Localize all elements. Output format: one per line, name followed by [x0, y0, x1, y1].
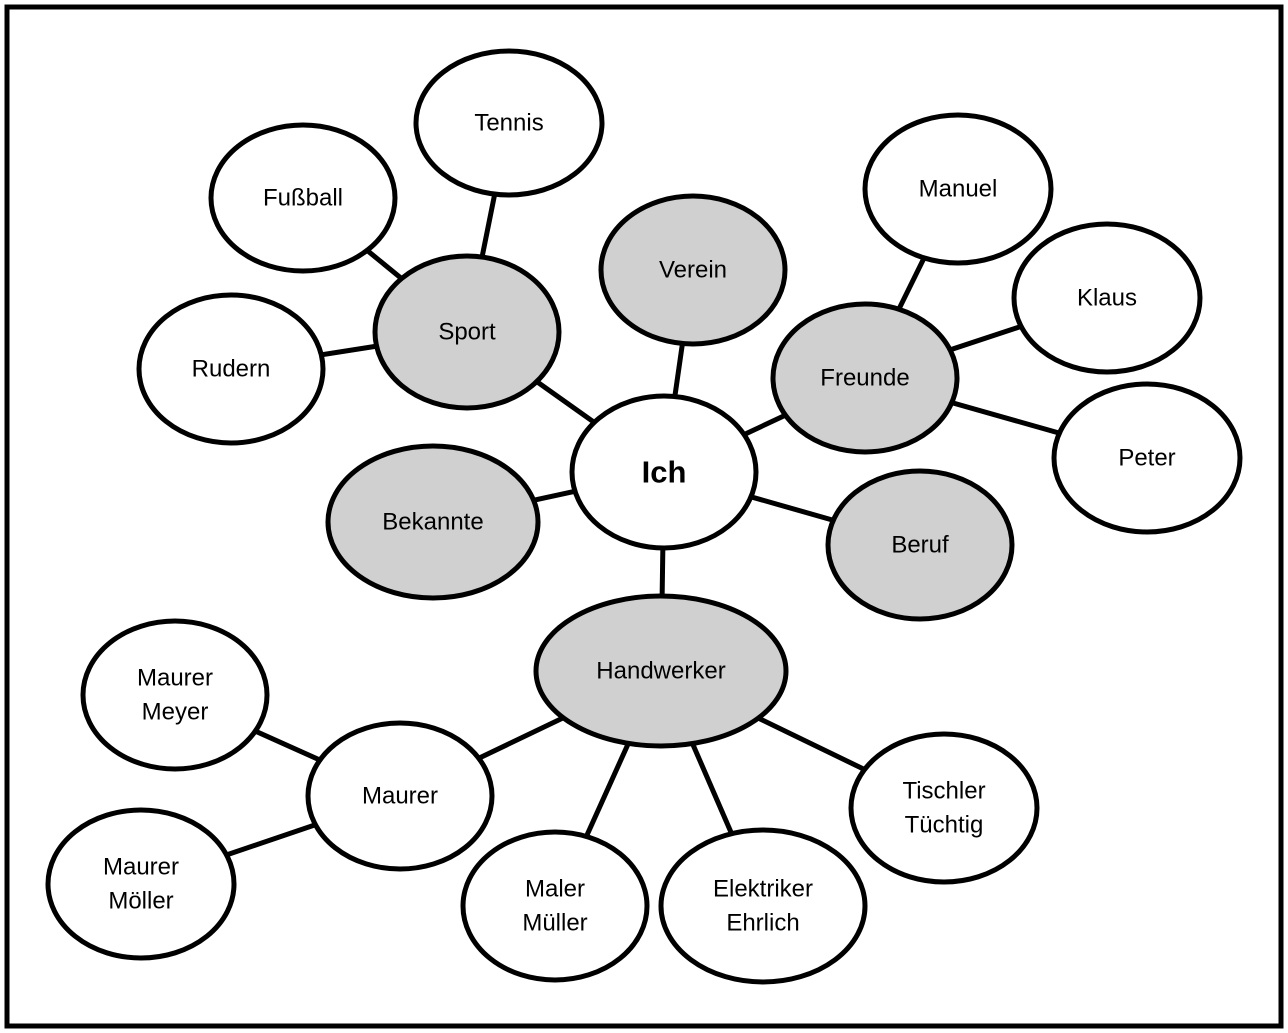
node-freunde-label-0: Freunde: [820, 365, 909, 392]
node-ich-label-0: Ich: [642, 455, 687, 490]
node-maurer-moeller-label-0: Maurer: [103, 854, 179, 881]
node-fussball: Fußball: [208, 122, 398, 274]
node-maler-mueller-label-1: Müller: [522, 910, 587, 937]
node-beruf: Beruf: [825, 468, 1015, 622]
node-maurer-meyer-label-1: Meyer: [142, 699, 209, 726]
node-maler-mueller-shape: [460, 829, 650, 983]
node-fussball-label-0: Fußball: [263, 185, 343, 212]
node-maurer: Maurer: [305, 720, 495, 872]
node-tennis: Tennis: [413, 48, 605, 198]
node-freunde-shape: [770, 301, 960, 455]
node-maurer-label-0: Maurer: [362, 783, 438, 810]
node-handwerker-label-0: Handwerker: [596, 658, 725, 685]
node-bekannte-label-0: Bekannte: [382, 509, 483, 536]
node-sport-shape: [372, 253, 562, 411]
node-beruf-shape: [825, 468, 1015, 622]
concept-nodes: Ich Sport VereinFreundeBekannteBerufHandwe…: [45, 48, 1243, 985]
node-handwerker: Handwerker: [533, 593, 789, 749]
node-manuel: Manuel: [862, 112, 1054, 266]
node-manuel-shape: [862, 112, 1054, 266]
node-maurer-meyer-label-0: Maurer: [137, 665, 213, 692]
node-elektriker-ehrlich-label-0: Elektriker: [713, 876, 813, 903]
node-tischler-tuechtig-shape: [848, 731, 1040, 885]
node-peter-label-0: Peter: [1118, 445, 1175, 472]
node-elektriker-ehrlich-label-1: Ehrlich: [726, 910, 799, 937]
node-klaus-shape: [1011, 221, 1203, 375]
node-rudern-label-0: Rudern: [192, 356, 271, 383]
node-peter: Peter: [1051, 381, 1243, 535]
node-rudern-shape: [136, 292, 326, 446]
node-tennis-shape: [413, 48, 605, 198]
node-klaus-label-0: Klaus: [1077, 285, 1137, 312]
node-freunde: Freunde: [770, 301, 960, 455]
node-maurer-meyer-shape: [80, 618, 270, 772]
node-bekannte: Bekannte: [325, 443, 541, 601]
node-ich-shape: [569, 393, 759, 551]
node-bekannte-shape: [325, 443, 541, 601]
node-maurer-moeller-label-1: Möller: [108, 888, 173, 915]
node-ich: Ich: [569, 393, 759, 551]
node-maler-mueller-label-0: Maler: [525, 876, 585, 903]
node-fussball-shape: [208, 122, 398, 274]
node-tischler-tuechtig-label-1: Tüchtig: [905, 812, 984, 839]
node-verein-shape: [598, 193, 788, 347]
node-verein-label-0: Verein: [659, 257, 727, 284]
node-tennis-label-0: Tennis: [474, 110, 543, 137]
node-elektriker-ehrlich-shape: [658, 827, 868, 985]
node-maurer-shape: [305, 720, 495, 872]
node-klaus: Klaus: [1011, 221, 1203, 375]
node-beruf-label-0: Beruf: [891, 532, 949, 559]
node-verein: Verein: [598, 193, 788, 347]
node-tischler-tuechtig-label-0: Tischler: [902, 778, 985, 805]
node-sport-label-0: Sport: [438, 319, 496, 346]
node-manuel-label-0: Manuel: [919, 176, 998, 203]
node-handwerker-shape: [533, 593, 789, 749]
node-sport: Sport: [372, 253, 562, 411]
node-maurer-moeller-shape: [45, 807, 237, 961]
node-peter-shape: [1051, 381, 1243, 535]
node-rudern: Rudern: [136, 292, 326, 446]
